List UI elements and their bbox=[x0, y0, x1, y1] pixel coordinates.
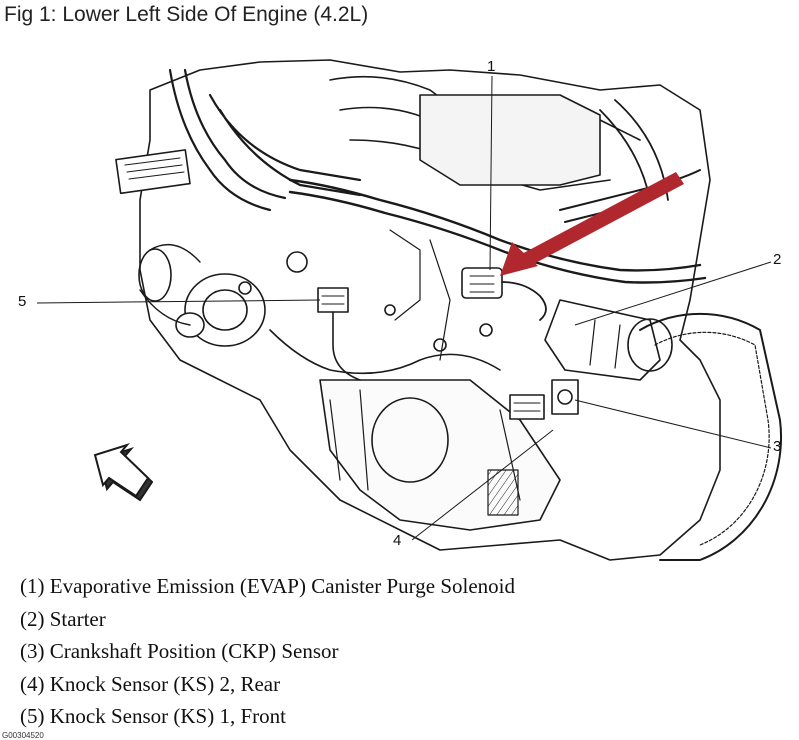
coolant-hose bbox=[168, 68, 287, 212]
starter-motor bbox=[544, 299, 673, 381]
figure-reference-code: G00304520 bbox=[2, 731, 44, 740]
legend-item: (2) Starter bbox=[20, 606, 106, 631]
engine-outline bbox=[139, 59, 721, 561]
ckp-sensor bbox=[551, 379, 579, 415]
leader-5 bbox=[36, 299, 321, 304]
knock-sensor-rear bbox=[509, 394, 545, 420]
callout-2: 2 bbox=[773, 251, 782, 268]
leader-3 bbox=[574, 399, 772, 449]
flexplate bbox=[639, 312, 783, 561]
leader-2 bbox=[574, 261, 772, 326]
callout-5: 5 bbox=[18, 293, 27, 310]
figure-title: Fig 1: Lower Left Side Of Engine (4.2L) bbox=[4, 3, 369, 26]
callout-1: 1 bbox=[487, 58, 496, 75]
evap-purge-solenoid bbox=[461, 267, 547, 321]
callout-4: 4 bbox=[393, 532, 402, 549]
knock-sensor-front bbox=[317, 287, 361, 381]
front-direction-arrow bbox=[93, 443, 154, 502]
legend-item: (5) Knock Sensor (KS) 1, Front bbox=[20, 704, 286, 728]
harness-connector bbox=[115, 149, 191, 195]
pulley-left bbox=[184, 273, 266, 347]
leader-4 bbox=[411, 429, 554, 541]
legend-item: (3) Crankshaft Position (CKP) Sensor bbox=[20, 639, 339, 663]
upper-hose bbox=[208, 93, 362, 197]
wiring-harness bbox=[288, 178, 702, 272]
component-legend: (1) Evaporative Emission (EVAP) Canister… bbox=[20, 570, 515, 733]
callout-3: 3 bbox=[773, 438, 782, 455]
leader-1 bbox=[489, 75, 493, 271]
highlight-arrow bbox=[500, 172, 684, 276]
legend-item: (1) Evaporative Emission (EVAP) Canister… bbox=[20, 574, 515, 598]
legend-item: (4) Knock Sensor (KS) 2, Rear bbox=[20, 671, 281, 696]
intake-plenum bbox=[419, 94, 601, 186]
